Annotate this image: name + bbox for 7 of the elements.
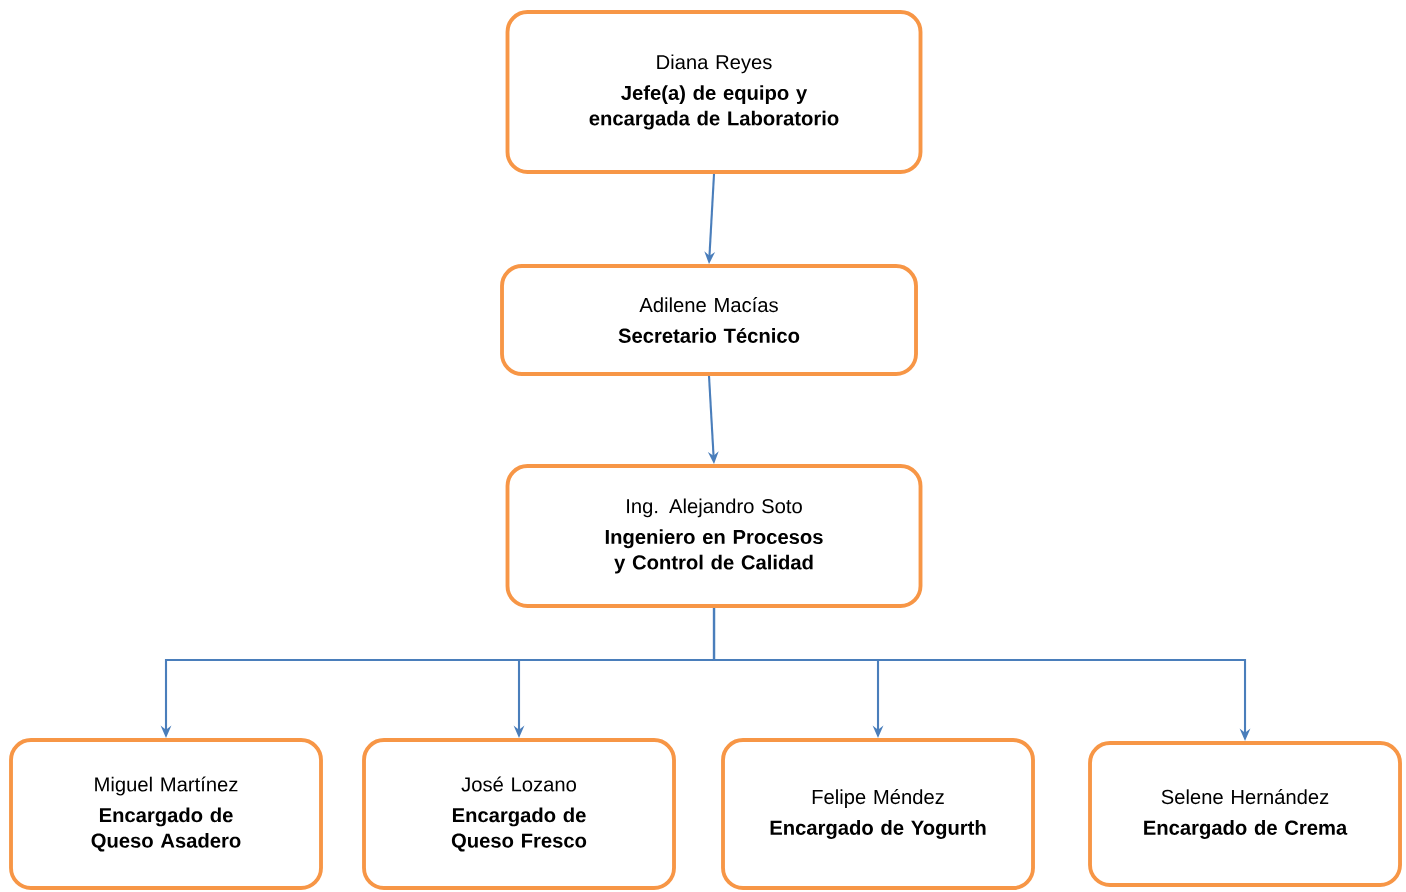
person-box: Adilene Macías Secretario Técnico	[500, 264, 918, 376]
person-box: Diana Reyes Jefe(a) de equipo y encargada de Laboratorio	[505, 10, 923, 174]
person-box: José Lozano Encargado de Queso Fresco	[362, 738, 676, 890]
person-box: Selene Hernández Encargado de Crema	[1088, 741, 1402, 887]
person-box: Felipe Méndez Encargado de Yogurth	[721, 738, 1035, 890]
person-box: Ing. Alejandro Soto Ingeniero en Procesos y Control de Calidad	[505, 464, 923, 608]
person-box: Miguel Martínez Encargado de Queso Asadero	[9, 738, 323, 890]
